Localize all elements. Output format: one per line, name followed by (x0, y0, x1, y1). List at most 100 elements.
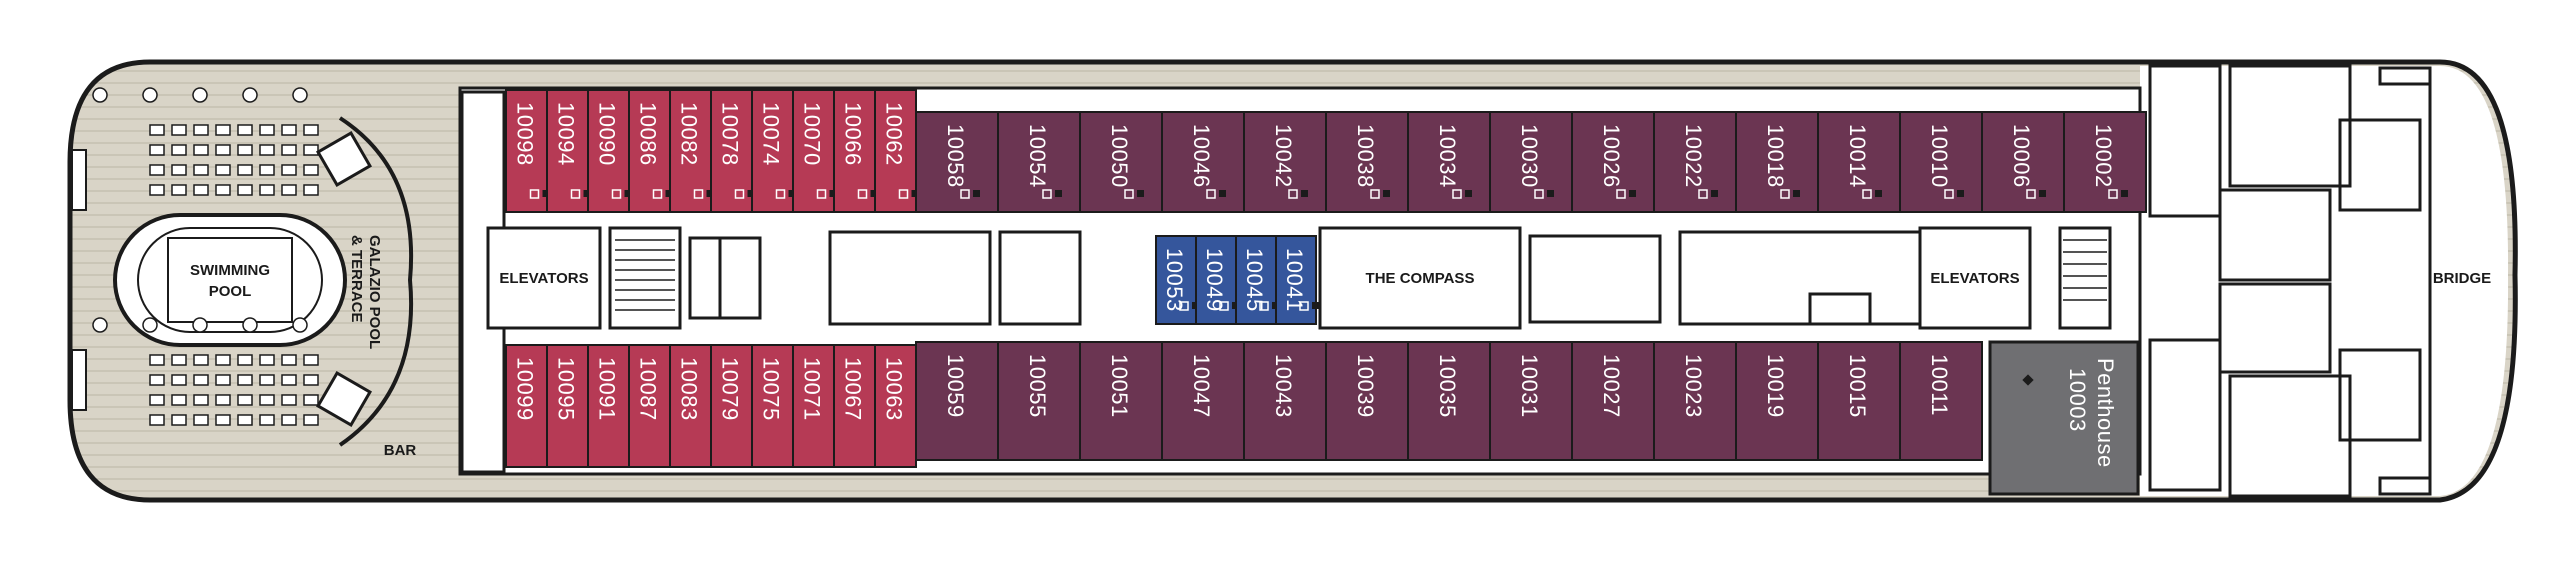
cabin-icon (1042, 189, 1052, 199)
cabin-10010: 10010 (1899, 111, 1983, 213)
cabin-10002: 10002 (2063, 111, 2147, 213)
cabin-number-10039: 10039 (1353, 354, 1378, 418)
cabin-10035: 10035 (1407, 341, 1491, 461)
cabin-number-10006: 10006 (2009, 124, 2034, 188)
pool-terrace: SWIMMING POOL GALAZIO POOL & TERRACE BAR (71, 87, 416, 459)
cabin-number-10078: 10078 (718, 102, 743, 166)
cabin-number-10087: 10087 (636, 357, 661, 421)
cabin-10034: 10034 (1407, 111, 1491, 213)
cabin-10046: 10046 (1161, 111, 1245, 213)
cabin-number-10019: 10019 (1763, 354, 1788, 418)
cabin-10050: 10050 (1079, 111, 1163, 213)
cabin-10063: 10063 (874, 344, 917, 468)
cabin-10015: 10015 (1817, 341, 1901, 461)
cabin-number-10022: 10022 (1681, 124, 1706, 188)
cabin-10082: 10082 (669, 89, 714, 213)
elevators-fwd-label: ELEVATORS (1930, 270, 2019, 287)
cabin-10022: 10022 (1653, 111, 1737, 213)
cabin-icon-dark (1137, 190, 1144, 197)
cabin-icon (960, 189, 970, 199)
cabin-icon (1299, 301, 1309, 311)
cabin-number-10070: 10070 (800, 102, 825, 166)
cabin-icon (570, 189, 581, 199)
cabin-icon (1288, 189, 1298, 199)
cabin-icon (529, 189, 540, 199)
penthouse-name: Penthouse (2093, 358, 2118, 468)
cabin-10047: 10047 (1161, 341, 1245, 461)
cabin-icon (1780, 189, 1790, 199)
cabin-10026: 10026 (1571, 111, 1655, 213)
cabin-number-10059: 10059 (943, 354, 968, 418)
cabin-number-10047: 10047 (1189, 354, 1214, 418)
cabin-number-10023: 10023 (1681, 354, 1706, 418)
compass-label: THE COMPASS (1366, 270, 1475, 287)
the-compass: THE COMPASS (1318, 226, 1922, 330)
cabin-number-10030: 10030 (1517, 124, 1542, 188)
cabin-number-10098: 10098 (513, 102, 538, 166)
cabin-10070: 10070 (792, 89, 837, 213)
cabin-10041: 10041 (1275, 235, 1319, 325)
cabin-icon (2108, 189, 2118, 199)
cabin-icon-dark (1875, 190, 1882, 197)
sun-loungers-bottom (92, 317, 319, 426)
cabin-10023: 10023 (1653, 341, 1737, 461)
cabin-number-10058: 10058 (943, 124, 968, 188)
cabin-icon-dark (2039, 190, 2046, 197)
cabin-10079: 10079 (710, 344, 753, 468)
cabin-icon-dark (1465, 190, 1472, 197)
cabin-10053: 10053 (1155, 235, 1199, 325)
cabin-10011: 10011 (1899, 341, 1983, 461)
cabin-icon (857, 189, 868, 199)
cabin-number-10082: 10082 (677, 102, 702, 166)
forward-lobby: ELEVATORS (1918, 226, 2112, 330)
cabin-10058: 10058 (915, 111, 999, 213)
swimming-pool-label: SWIMMING (190, 262, 270, 279)
cabin-number-10091: 10091 (595, 357, 620, 421)
cabin-number-10046: 10046 (1189, 124, 1214, 188)
penthouse-suite: Penthouse 10003 (1988, 340, 2140, 496)
cabin-number-10027: 10027 (1599, 354, 1624, 418)
cabin-10043: 10043 (1243, 341, 1327, 461)
cabin-10078: 10078 (710, 89, 755, 213)
cabin-10055: 10055 (997, 341, 1081, 461)
cabin-10045: 10045 (1235, 235, 1279, 325)
cabin-10049: 10049 (1195, 235, 1239, 325)
cabin-icon (693, 189, 704, 199)
cabin-icon (1944, 189, 1954, 199)
cabin-icon (1862, 189, 1872, 199)
galazio-terrace-label: GALAZIO POOL (366, 235, 383, 349)
cabin-10094: 10094 (546, 89, 591, 213)
cabin-number-10041: 10041 (1282, 248, 1307, 312)
cabin-icon-dark (1383, 190, 1390, 197)
cabin-icon (1452, 189, 1462, 199)
cabin-number-10071: 10071 (800, 357, 825, 421)
swimming-pool-label-2: POOL (209, 283, 252, 300)
cabin-10030: 10030 (1489, 111, 1573, 213)
cabin-number-10094: 10094 (554, 102, 579, 166)
sun-loungers-top (92, 87, 319, 196)
cabin-10086: 10086 (628, 89, 673, 213)
cabin-10066: 10066 (833, 89, 878, 213)
cabin-number-10066: 10066 (841, 102, 866, 166)
cabin-icon (775, 189, 786, 199)
cabin-number-10090: 10090 (595, 102, 620, 166)
cabin-icon-dark (1711, 190, 1718, 197)
cabin-icon-dark (1055, 190, 1062, 197)
cabin-icon-dark (1793, 190, 1800, 197)
cabin-number-10067: 10067 (841, 357, 866, 421)
cabin-icon-dark (1312, 302, 1319, 309)
cabin-number-10086: 10086 (636, 102, 661, 166)
cabin-number-10043: 10043 (1271, 354, 1296, 418)
cabin-10054: 10054 (997, 111, 1081, 213)
cabin-10091: 10091 (587, 344, 630, 468)
cabin-number-10014: 10014 (1845, 124, 1870, 188)
cabin-10067: 10067 (833, 344, 876, 468)
cabin-icon (898, 189, 909, 199)
cabin-number-10053: 10053 (1162, 248, 1187, 312)
cabin-number-10095: 10095 (554, 357, 579, 421)
cabin-10031: 10031 (1489, 341, 1573, 461)
